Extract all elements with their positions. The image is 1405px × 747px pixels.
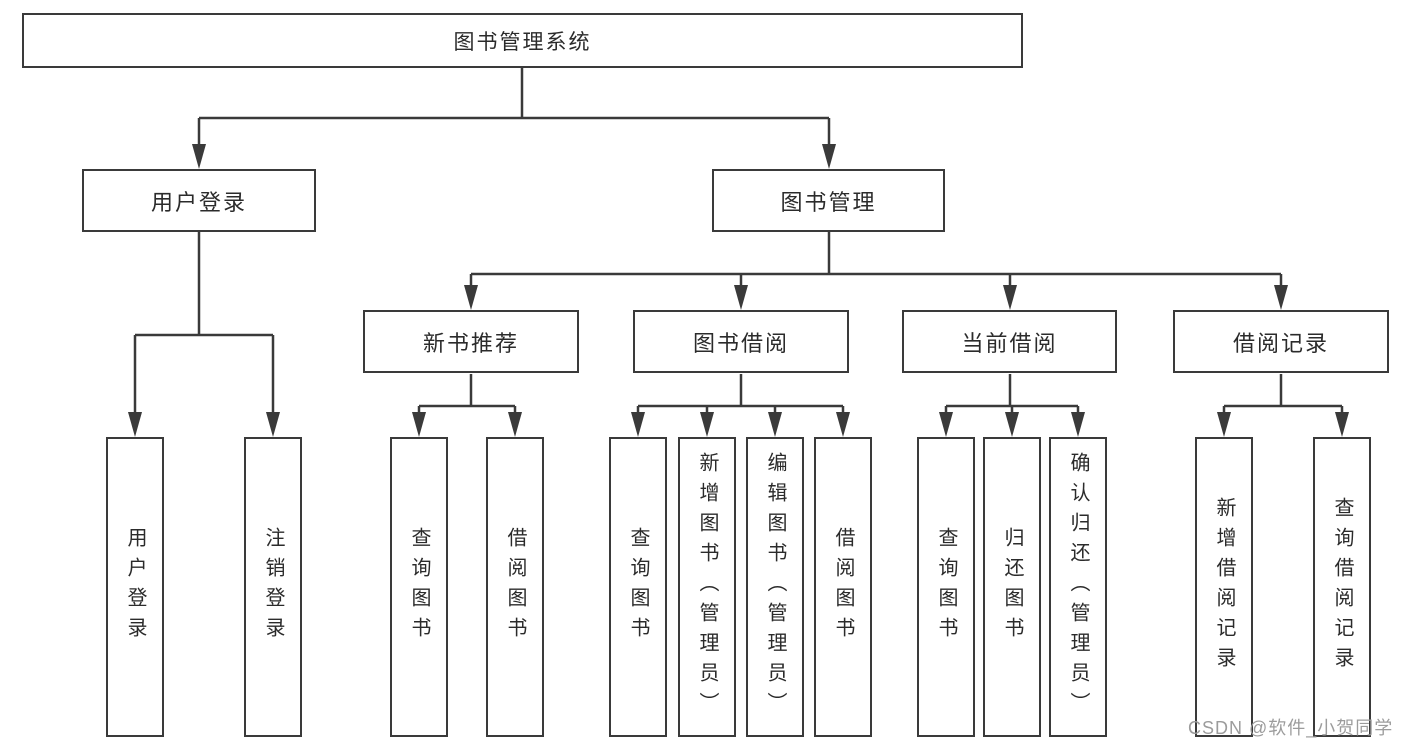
arrowhead-icon (700, 412, 714, 437)
leaf-return-book: 归还图书 (983, 437, 1041, 737)
node-user-login: 用户登录 (82, 169, 316, 232)
arrowheads (128, 144, 1349, 437)
arrowhead-icon (1005, 412, 1019, 437)
leaf-borrow-books-recommend: 借阅图书 (486, 437, 544, 737)
connector-current-borrow-to-children (944, 374, 1080, 414)
arrowhead-icon (836, 412, 850, 437)
connector-root-to-level2 (197, 68, 831, 146)
arrowhead-icon (631, 412, 645, 437)
connector-book-borrow-to-children (636, 374, 845, 414)
leaf-edit-book-admin: 编辑图书（管理员） (746, 437, 804, 737)
leaf-query-books-borrowing: 查询图书 (609, 437, 667, 737)
leaf-logout: 注销登录 (244, 437, 302, 737)
arrowhead-icon (1003, 285, 1017, 310)
arrowhead-icon (1335, 412, 1349, 437)
connector-new-book-to-children (417, 374, 517, 414)
leaf-borrow-books-borrowing: 借阅图书 (814, 437, 872, 737)
arrowhead-icon (1274, 285, 1288, 310)
arrowhead-icon (412, 412, 426, 437)
arrowhead-icon (1071, 412, 1085, 437)
arrowhead-icon (734, 285, 748, 310)
arrowhead-icon (266, 412, 280, 437)
leaf-query-borrow-record: 查询借阅记录 (1313, 437, 1371, 737)
arrowhead-icon (464, 285, 478, 310)
node-book-management: 图书管理 (712, 169, 945, 232)
arrowhead-icon (128, 412, 142, 437)
node-book-borrowing: 图书借阅 (633, 310, 849, 373)
leaf-confirm-return-admin: 确认归还（管理员） (1049, 437, 1107, 737)
arrowhead-icon (939, 412, 953, 437)
arrowhead-icon (1217, 412, 1231, 437)
node-library-management-system: 图书管理系统 (22, 13, 1023, 68)
node-current-borrowing: 当前借阅 (902, 310, 1117, 373)
leaf-user-login: 用户登录 (106, 437, 164, 737)
watermark: CSDN @软件_小贺同学 (1188, 718, 1394, 738)
arrowhead-icon (192, 144, 206, 169)
node-new-book-recommendation: 新书推荐 (363, 310, 579, 373)
leaf-add-borrow-record: 新增借阅记录 (1195, 437, 1253, 737)
arrowhead-icon (822, 144, 836, 169)
arrowhead-icon (508, 412, 522, 437)
connector-user-login-to-children (133, 232, 275, 414)
connector-book-management-to-level3 (469, 232, 1283, 287)
leaf-add-book-admin: 新增图书（管理员） (678, 437, 736, 737)
connector-borrow-records-to-children (1222, 374, 1344, 414)
leaf-query-books-recommend: 查询图书 (390, 437, 448, 737)
arrowhead-icon (768, 412, 782, 437)
leaf-query-books-current: 查询图书 (917, 437, 975, 737)
node-borrowing-records: 借阅记录 (1173, 310, 1389, 373)
